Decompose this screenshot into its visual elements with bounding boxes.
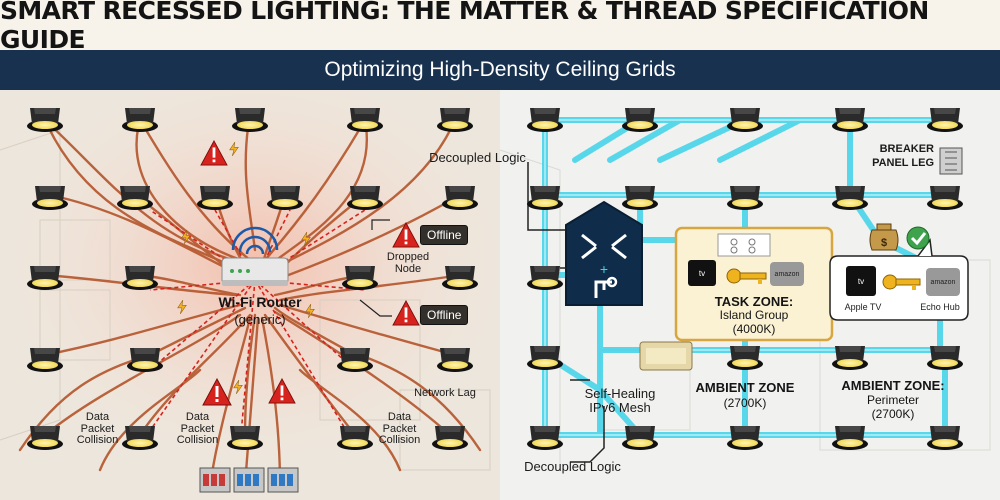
offline-badge: Offline xyxy=(420,305,469,325)
key-icon xyxy=(726,268,767,284)
mesh-label-line1: Self-Healing xyxy=(584,386,656,401)
mesh-label-line2: IPv6 Mesh xyxy=(589,400,651,415)
breaker-label: BREAKER xyxy=(879,143,934,155)
ambient-zone-temp: (2700K) xyxy=(723,396,767,410)
task-zone-group: Island Group xyxy=(719,308,789,322)
perimeter-zone-name: Perimeter xyxy=(866,393,919,407)
wifi-signal-icon xyxy=(231,226,279,255)
offline-badge: Offline xyxy=(420,225,469,245)
dropped-node-label: Dropped Node xyxy=(386,251,430,275)
key-icon xyxy=(882,274,921,290)
checkmark-icon xyxy=(906,226,930,250)
echo-hub-icon: amazon xyxy=(926,268,960,296)
task-zone-title: TASK ZONE: xyxy=(714,294,794,309)
network-lag-label: Network Lag xyxy=(414,387,476,399)
collision-label: Data Packet Collision xyxy=(76,411,119,447)
apple-tv-label: Apple TV xyxy=(844,302,882,312)
wifi-router xyxy=(221,226,289,286)
decoupled-logic-label: Decoupled Logic xyxy=(429,150,526,165)
apple-tv-icon: tv xyxy=(846,266,876,296)
ambient-zone-title: AMBIENT ZONE xyxy=(695,380,795,395)
network-switches xyxy=(199,467,299,493)
panel-leg-label: PANEL LEG xyxy=(872,157,934,169)
money-bag-icon: $ xyxy=(869,223,899,251)
home-hub-icon: + xyxy=(565,200,643,306)
router-subtitle: (generic) xyxy=(234,312,286,327)
svg-text:+: + xyxy=(600,261,608,277)
decoupled-logic-label: Decoupled Logic xyxy=(524,459,621,474)
echo-hub-label: Echo Hub xyxy=(920,302,960,312)
page-title: SMART RECESSED LIGHTING: THE MATTER & TH… xyxy=(0,0,929,54)
collision-label: Data Packet Collision xyxy=(378,411,421,447)
router-name: Wi-Fi Router xyxy=(218,294,302,310)
perimeter-zone-title: AMBIENT ZONE: xyxy=(841,378,945,393)
apple-tv-icon: tv xyxy=(688,260,716,286)
offline-label: Offline xyxy=(427,228,462,242)
breaker-panel-icon xyxy=(939,147,963,175)
title-bar: SMART RECESSED LIGHTING: THE MATTER & TH… xyxy=(0,0,1000,54)
echo-hub-icon: amazon xyxy=(770,262,804,286)
page-subtitle: Optimizing High-Density Ceiling Grids xyxy=(324,58,676,81)
diagram-scene: + $ xyxy=(0,90,1000,500)
svg-text:$: $ xyxy=(881,237,887,249)
subtitle-bar: Optimizing High-Density Ceiling Grids xyxy=(0,50,1000,90)
collision-label: Data Packet Collision xyxy=(176,411,219,447)
offline-label: Offline xyxy=(427,308,462,322)
task-zone-temp: (4000K) xyxy=(732,322,776,336)
perimeter-zone-temp: (2700K) xyxy=(871,407,915,421)
